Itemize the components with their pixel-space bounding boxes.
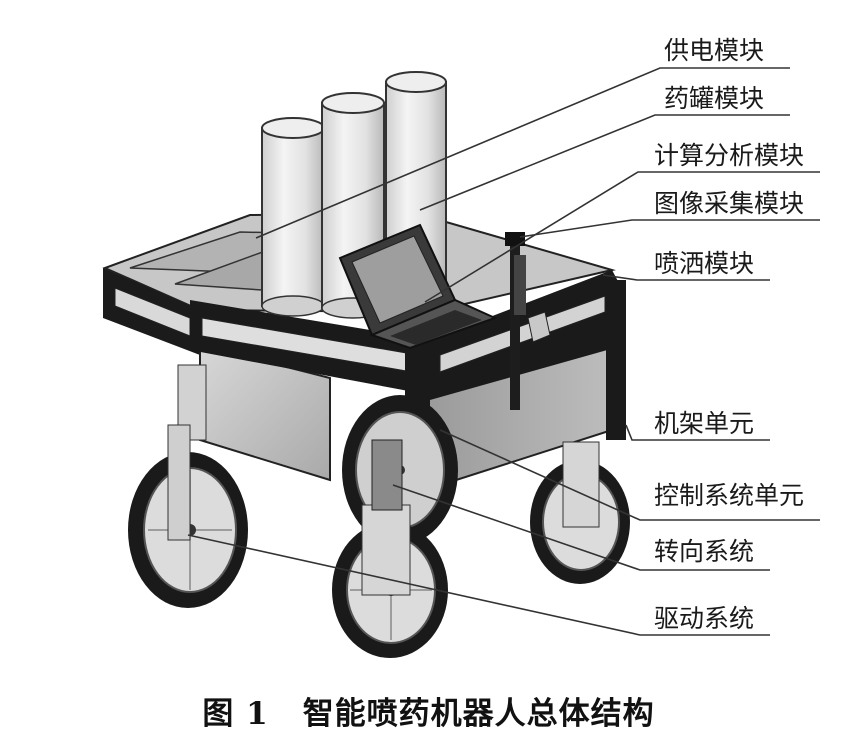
label-frame-unit: 机架单元 [654,409,754,439]
fork-rear-left [168,425,190,540]
label-spray-module: 喷洒模块 [654,249,754,279]
label-compute-module: 计算分析模块 [654,141,804,171]
figure-number: 图 1 [202,696,268,732]
label-camera-module: 图像采集模块 [654,189,804,219]
label-power-module: 供电模块 [664,36,764,66]
leader-camera [520,220,820,237]
corner-post-right [606,280,626,440]
chemical-tank-1 [262,118,324,316]
figure-title: 智能喷药机器人总体结构 [303,696,655,732]
label-tank-module: 药罐模块 [664,84,764,114]
figure-caption: 图 1 智能喷药机器人总体结构 [0,688,857,733]
label-steering-system: 转向系统 [654,537,754,567]
label-drive-system: 驱动系统 [654,604,754,634]
fork-front-left [362,505,410,595]
steering-motor [372,440,402,510]
label-control-unit: 控制系统单元 [654,481,804,511]
fork-front-right [563,442,599,527]
